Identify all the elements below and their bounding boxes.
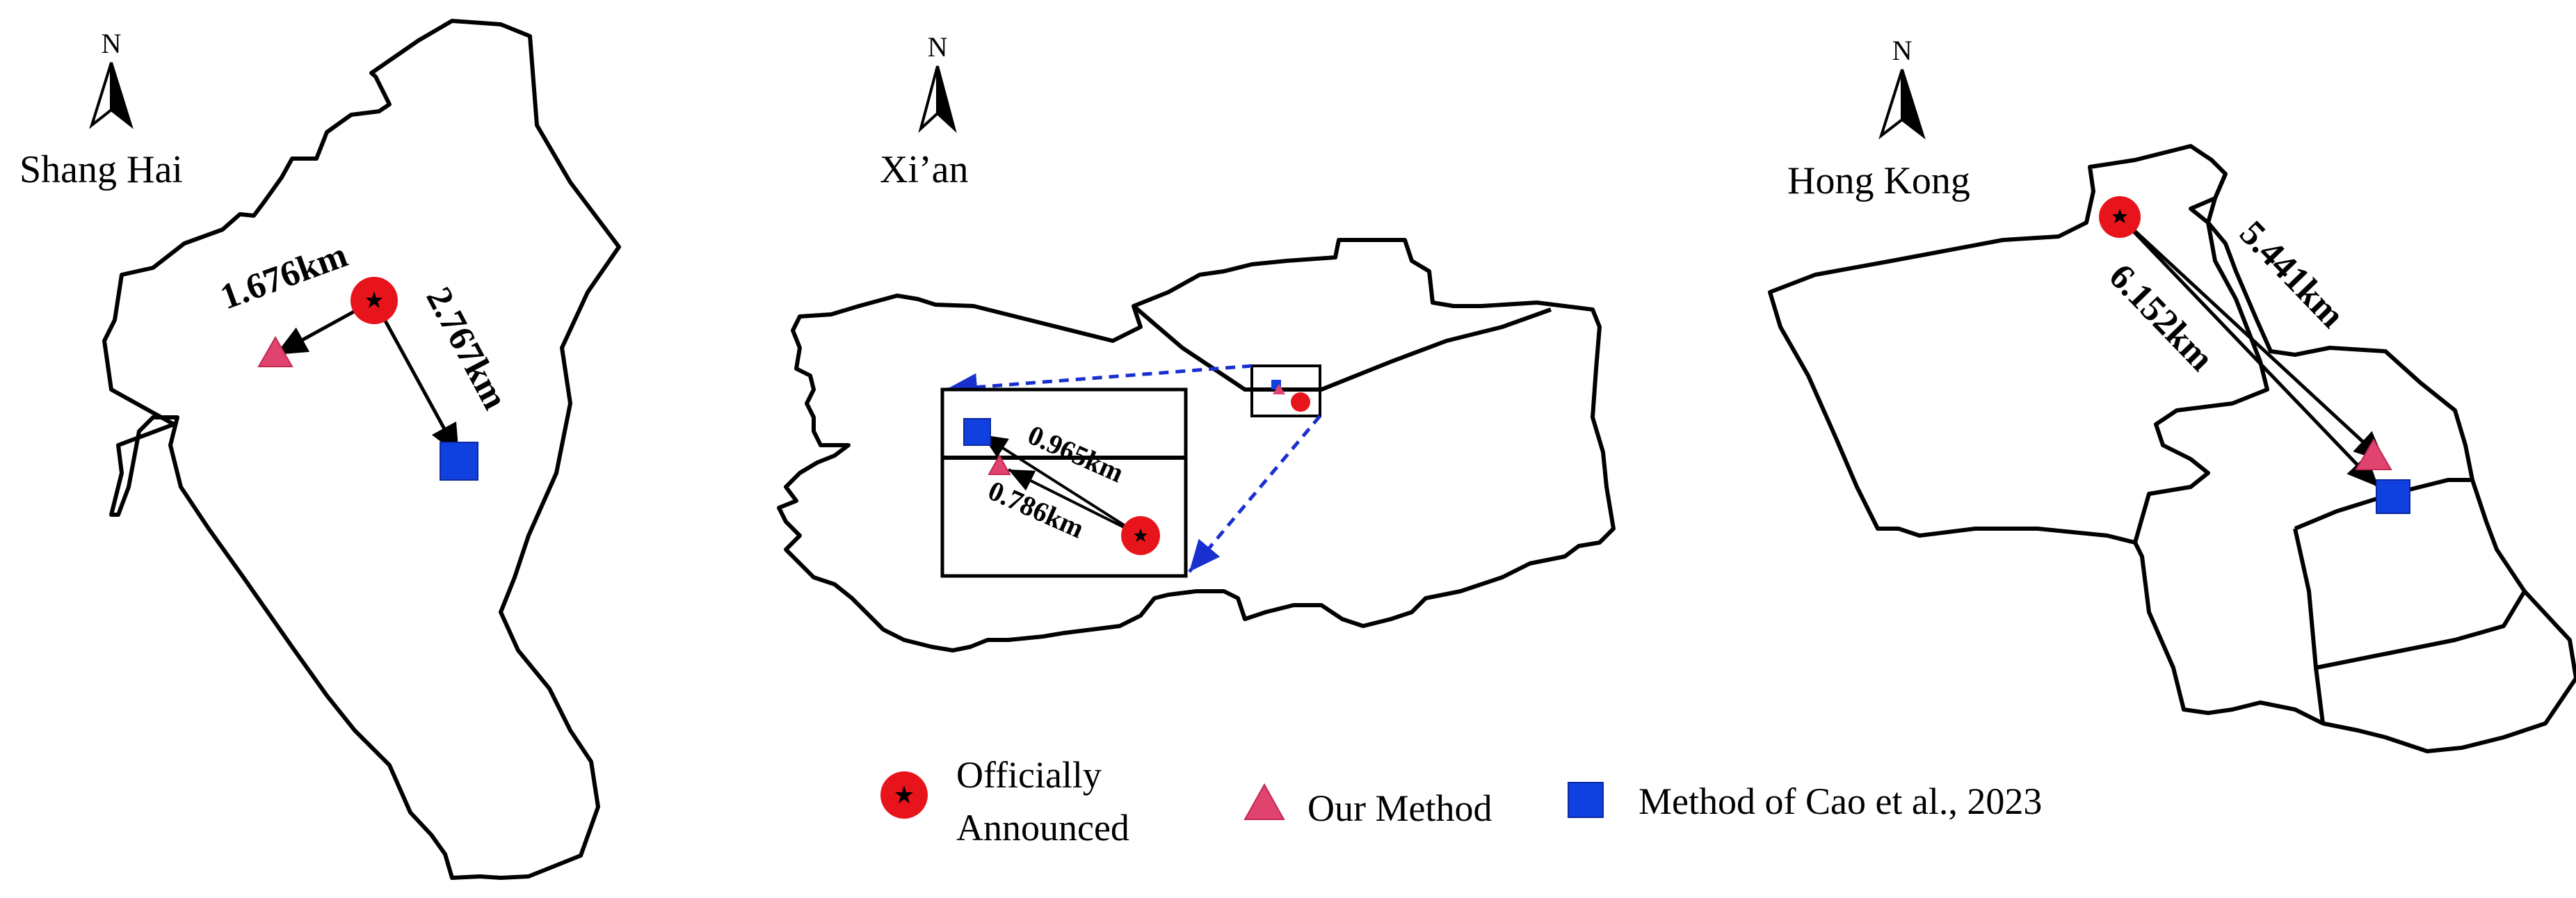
cao-method-marker bbox=[963, 418, 991, 446]
legend-cao-label: Method of Cao et al., 2023 bbox=[1639, 780, 2042, 822]
shanghai-line-cao bbox=[372, 299, 461, 457]
inset-map: 0.965km 0.786km bbox=[940, 387, 1188, 578]
shanghai-panel: N Shang Hai 1.676km 2.767km bbox=[19, 19, 621, 880]
legend-official-label: Officially bbox=[956, 754, 1102, 796]
inset-connector bbox=[1188, 415, 1321, 573]
legend-ours-label: Our Method bbox=[1307, 787, 1492, 829]
city-label-xian: Xi’an bbox=[880, 148, 969, 191]
our-method-marker bbox=[2355, 438, 2392, 470]
north-arrow-icon: N bbox=[89, 28, 134, 129]
hongkong-district-line bbox=[2133, 173, 2269, 543]
distance-label: 1.676km bbox=[216, 235, 353, 317]
distance-label: 5.441km bbox=[2232, 214, 2351, 336]
our-method-marker bbox=[257, 335, 293, 367]
official-location-marker bbox=[1121, 516, 1160, 555]
legend: Officially Announced Our Method Method o… bbox=[880, 754, 2042, 849]
legend-ours-icon bbox=[1243, 783, 1285, 820]
xian-line-cao bbox=[981, 433, 1142, 537]
city-label-hongkong: Hong Kong bbox=[1787, 159, 1970, 202]
official-location-marker bbox=[351, 277, 398, 324]
hongkong-line-cao bbox=[2118, 216, 2380, 488]
hongkong-boundary bbox=[1768, 144, 2576, 753]
north-label: N bbox=[1892, 35, 1913, 66]
legend-official-icon bbox=[880, 771, 928, 819]
xian-boundary bbox=[777, 238, 1616, 652]
xian-district-line bbox=[1132, 304, 1552, 392]
legend-official-label: Announced bbox=[956, 807, 1129, 849]
official-location-marker bbox=[2099, 196, 2141, 238]
distance-label: 2.767km bbox=[418, 281, 515, 416]
xian-panel: N Xi’an 0.965km 0.786km bbox=[777, 31, 1616, 652]
our-method-marker bbox=[988, 454, 1011, 475]
north-label: N bbox=[102, 28, 122, 59]
hongkong-district-line bbox=[2315, 590, 2527, 670]
north-label: N bbox=[928, 31, 948, 63]
north-arrow-icon: N bbox=[1878, 35, 1926, 140]
north-arrow-icon: N bbox=[918, 31, 957, 134]
cao-method-marker bbox=[2376, 479, 2410, 514]
distance-label: 6.152km bbox=[2101, 257, 2221, 379]
legend-cao-icon bbox=[1568, 782, 1604, 818]
city-label-shanghai: Shang Hai bbox=[19, 148, 183, 191]
inset-connector bbox=[945, 364, 1253, 401]
hongkong-line-ours bbox=[2118, 216, 2387, 464]
shanghai-boundary bbox=[102, 19, 621, 880]
inset-source-box bbox=[1250, 364, 1321, 417]
xian-line-ours bbox=[1008, 468, 1141, 537]
hongkong-district-line bbox=[2293, 528, 2325, 724]
cao-method-marker bbox=[440, 442, 478, 481]
hongkong-panel: N Hong Kong 5.441km 6.152km bbox=[1768, 35, 2576, 753]
